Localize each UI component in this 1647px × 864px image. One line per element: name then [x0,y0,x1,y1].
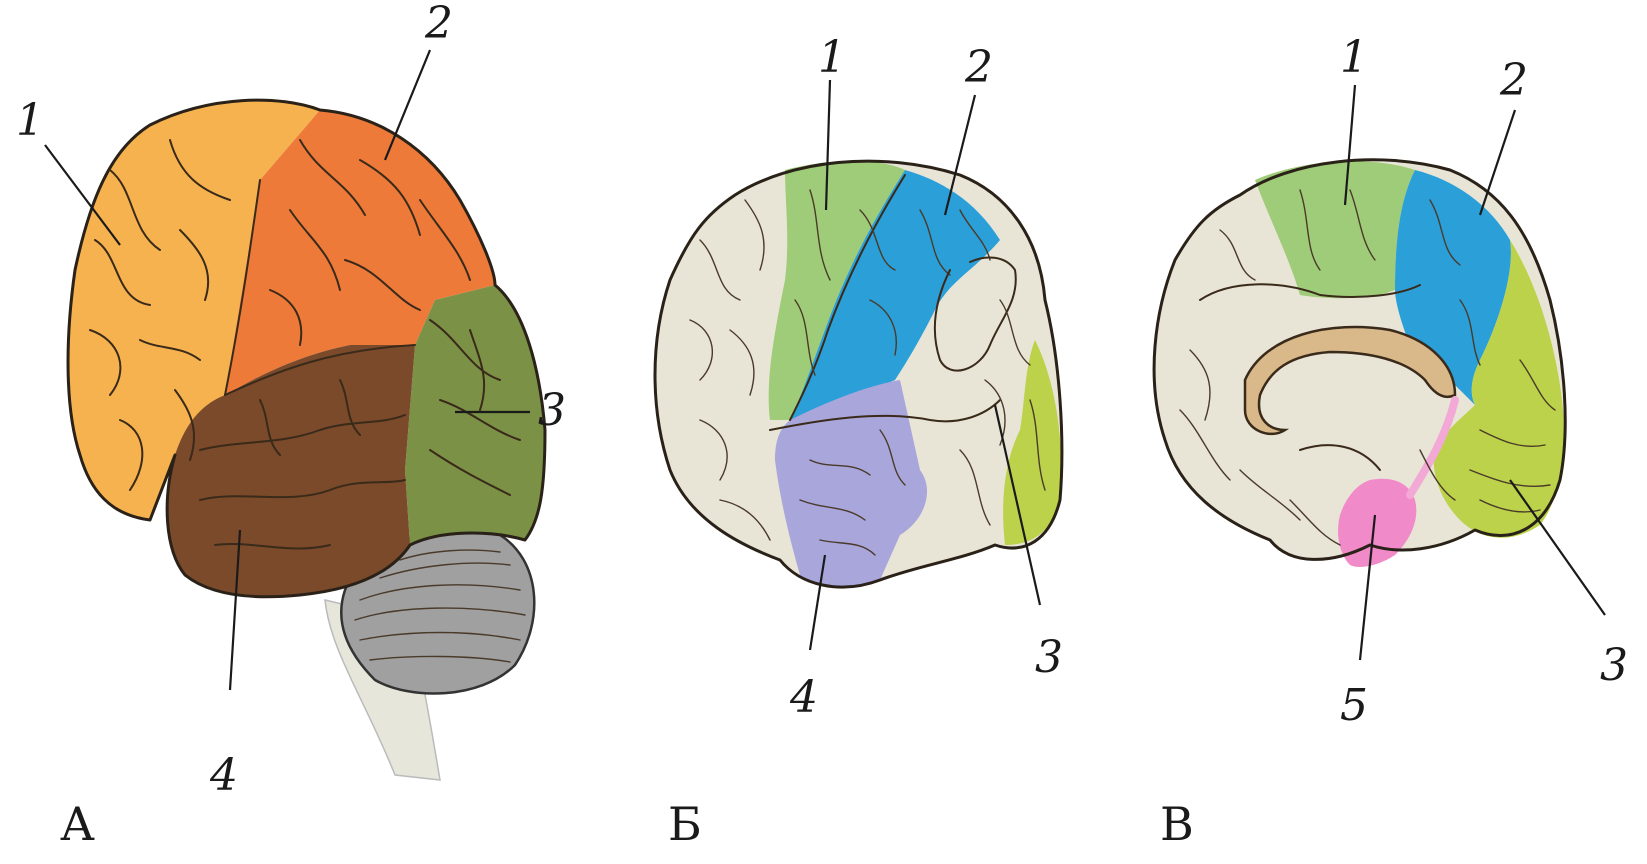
panel-c: 1 2 3 5 В [1154,32,1628,851]
callout-b-2: 2 [964,42,993,93]
callout-b-4: 4 [789,672,818,723]
panel-label-b: Б [668,797,702,851]
callout-c-5: 5 [1340,680,1368,731]
panel-a: 1 2 3 4 А [16,0,566,851]
callout-c-2: 2 [1499,55,1528,106]
panel-label-c: В [1160,797,1194,851]
panel-label-a: А [60,797,95,851]
lobe-occipital [405,285,545,545]
callout-a-4: 4 [209,750,238,801]
callout-a-1: 1 [16,95,44,146]
callout-c-1: 1 [1340,32,1368,83]
callout-c-3: 3 [1600,640,1628,691]
leader-c-3 [1510,480,1605,615]
callout-a-2: 2 [424,0,453,49]
callout-b-3: 3 [1035,632,1063,683]
callout-b-1: 1 [818,32,846,83]
panel-b: 1 2 3 4 Б [655,32,1063,851]
callout-a-3: 3 [538,385,566,436]
